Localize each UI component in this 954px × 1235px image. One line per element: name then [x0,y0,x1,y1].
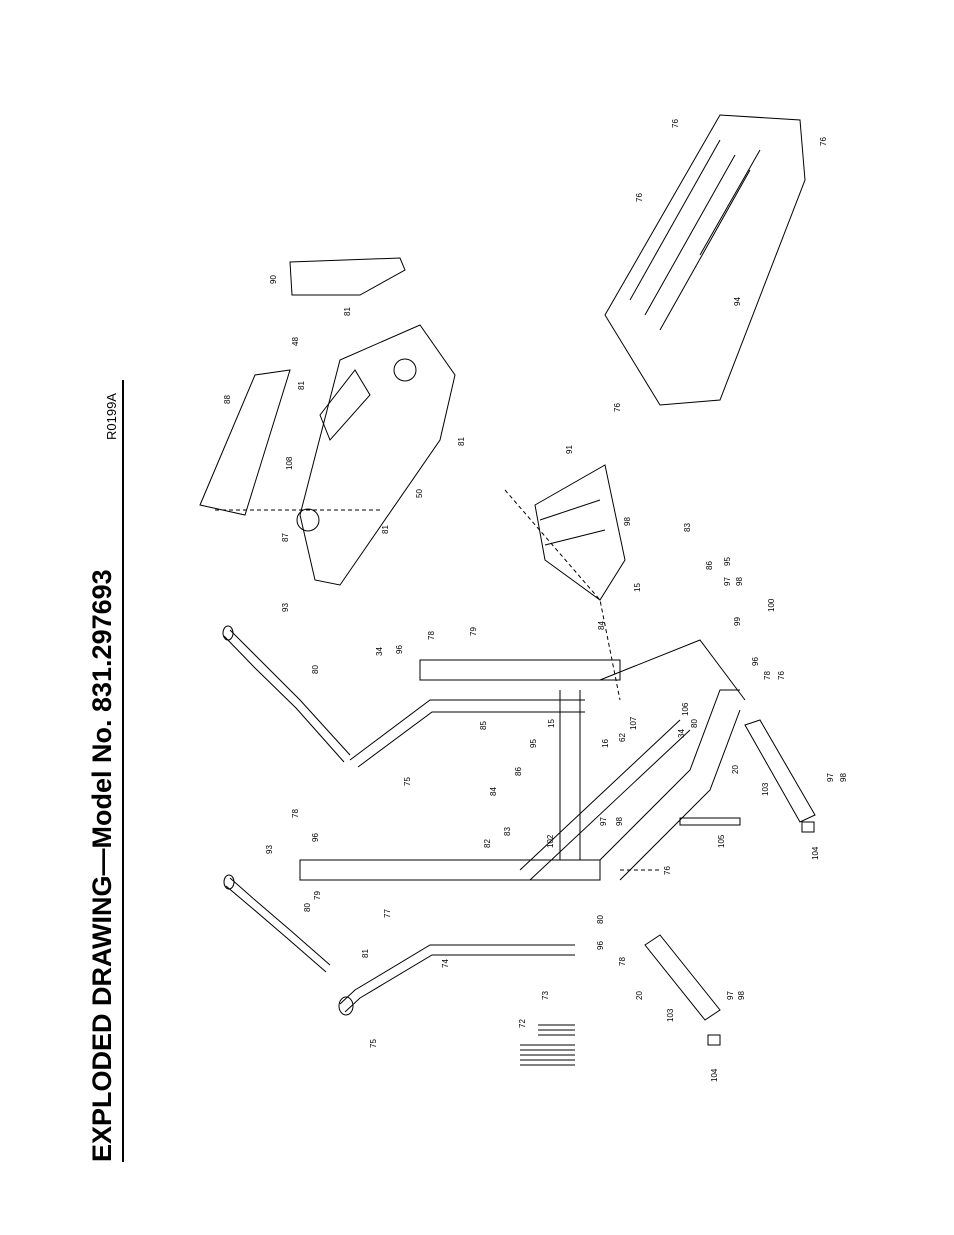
console-body [299,324,456,586]
part-label-98: 98 [735,577,744,586]
part-labels: 93 78 96 80 79 77 81 74 75 72 73 104 103… [223,119,848,1082]
part-label-76: 76 [635,193,644,202]
part-label-77: 77 [383,909,392,918]
part-label-74: 74 [441,959,450,968]
part-label-75: 75 [369,1039,378,1048]
part-label-76: 76 [819,137,828,146]
part-label-34: 34 [375,647,384,656]
part-label-91: 91 [565,445,574,454]
part-label-86: 86 [705,561,714,570]
base-leg-lower [644,934,721,1021]
frame-upright-85 [419,659,621,681]
part-label-16: 16 [601,739,610,748]
part-label-76: 76 [777,671,786,680]
part-label-34: 34 [677,729,686,738]
part-label-78: 78 [427,631,436,640]
part-label-98: 98 [615,817,624,826]
tube-end-cap-left [338,996,354,1016]
base-leg-upper [744,719,816,823]
handrail-right [229,629,351,756]
upright-tube-right [349,699,585,761]
accessory-tray [289,257,406,296]
part-label-79: 79 [313,891,322,900]
console-overlay [199,369,291,516]
part-label-80: 80 [303,903,312,912]
part-label-93: 93 [265,845,274,854]
part-label-73: 73 [541,991,550,1000]
part-label-48: 48 [291,337,300,346]
part-label-99: 99 [733,617,742,626]
part-label-103: 103 [666,1008,675,1022]
part-label-81: 81 [381,525,390,534]
part-label-104: 104 [811,846,820,860]
part-label-15: 15 [633,583,642,592]
part-label-87: 87 [281,533,290,542]
part-label-94: 94 [733,297,742,306]
part-label-79: 79 [469,627,478,636]
part-label-86: 86 [514,767,523,776]
part-label-76: 76 [663,866,672,875]
part-label-81: 81 [343,307,352,316]
part-label-78: 78 [763,671,772,680]
part-label-95: 95 [723,557,732,566]
upright-tube-left [339,944,575,1005]
part-label-76: 76 [671,119,680,128]
part-label-102: 102 [546,834,555,848]
part-label-103: 103 [761,782,770,796]
part-label-75: 75 [403,777,412,786]
part-label-88: 88 [223,395,232,404]
part-label-62: 62 [618,733,627,742]
part-label-97: 97 [726,991,735,1000]
part-label-85: 85 [479,721,488,730]
part-label-96: 96 [395,645,404,654]
part-label-84: 84 [597,621,606,630]
part-label-98: 98 [839,773,848,782]
part-label-80: 80 [690,719,699,728]
frame-base [599,689,740,861]
part-label-81: 81 [457,437,466,446]
part-label-93: 93 [281,603,290,612]
bolt-set [520,1024,575,1066]
part-label-50: 50 [415,489,424,498]
part-label-83: 83 [683,523,692,532]
part-label-107: 107 [629,716,638,730]
part-label-72: 72 [518,1019,527,1028]
part-label-97: 97 [826,773,835,782]
part-label-82: 82 [483,839,492,848]
handrail-left [229,877,331,966]
lift-cylinder [679,817,741,826]
part-label-15: 15 [547,719,556,728]
part-label-81: 81 [361,949,370,958]
part-label-97: 97 [599,817,608,826]
motor-hood [534,464,626,601]
part-label-78: 78 [618,957,627,966]
part-label-80: 80 [311,665,320,674]
part-label-83: 83 [503,827,512,836]
part-label-100: 100 [767,598,776,612]
part-label-80: 80 [596,915,605,924]
part-label-96: 96 [596,941,605,950]
part-label-76: 76 [613,403,622,412]
part-label-81: 81 [297,381,306,390]
part-label-95: 95 [529,739,538,748]
part-label-108: 108 [285,456,294,470]
part-label-96: 96 [311,833,320,842]
part-label-97: 97 [723,577,732,586]
part-label-104: 104 [710,1068,719,1082]
part-label-105: 105 [717,834,726,848]
part-label-20: 20 [635,991,644,1000]
part-label-84: 84 [489,787,498,796]
treadmill-deck [604,114,806,406]
part-label-98: 98 [623,517,632,526]
part-label-106: 106 [681,702,690,716]
part-label-20: 20 [731,765,740,774]
part-label-78: 78 [291,809,300,818]
frame-upright-82 [299,859,601,881]
part-label-90: 90 [269,275,278,284]
part-label-96: 96 [751,657,760,666]
part-label-98: 98 [737,991,746,1000]
